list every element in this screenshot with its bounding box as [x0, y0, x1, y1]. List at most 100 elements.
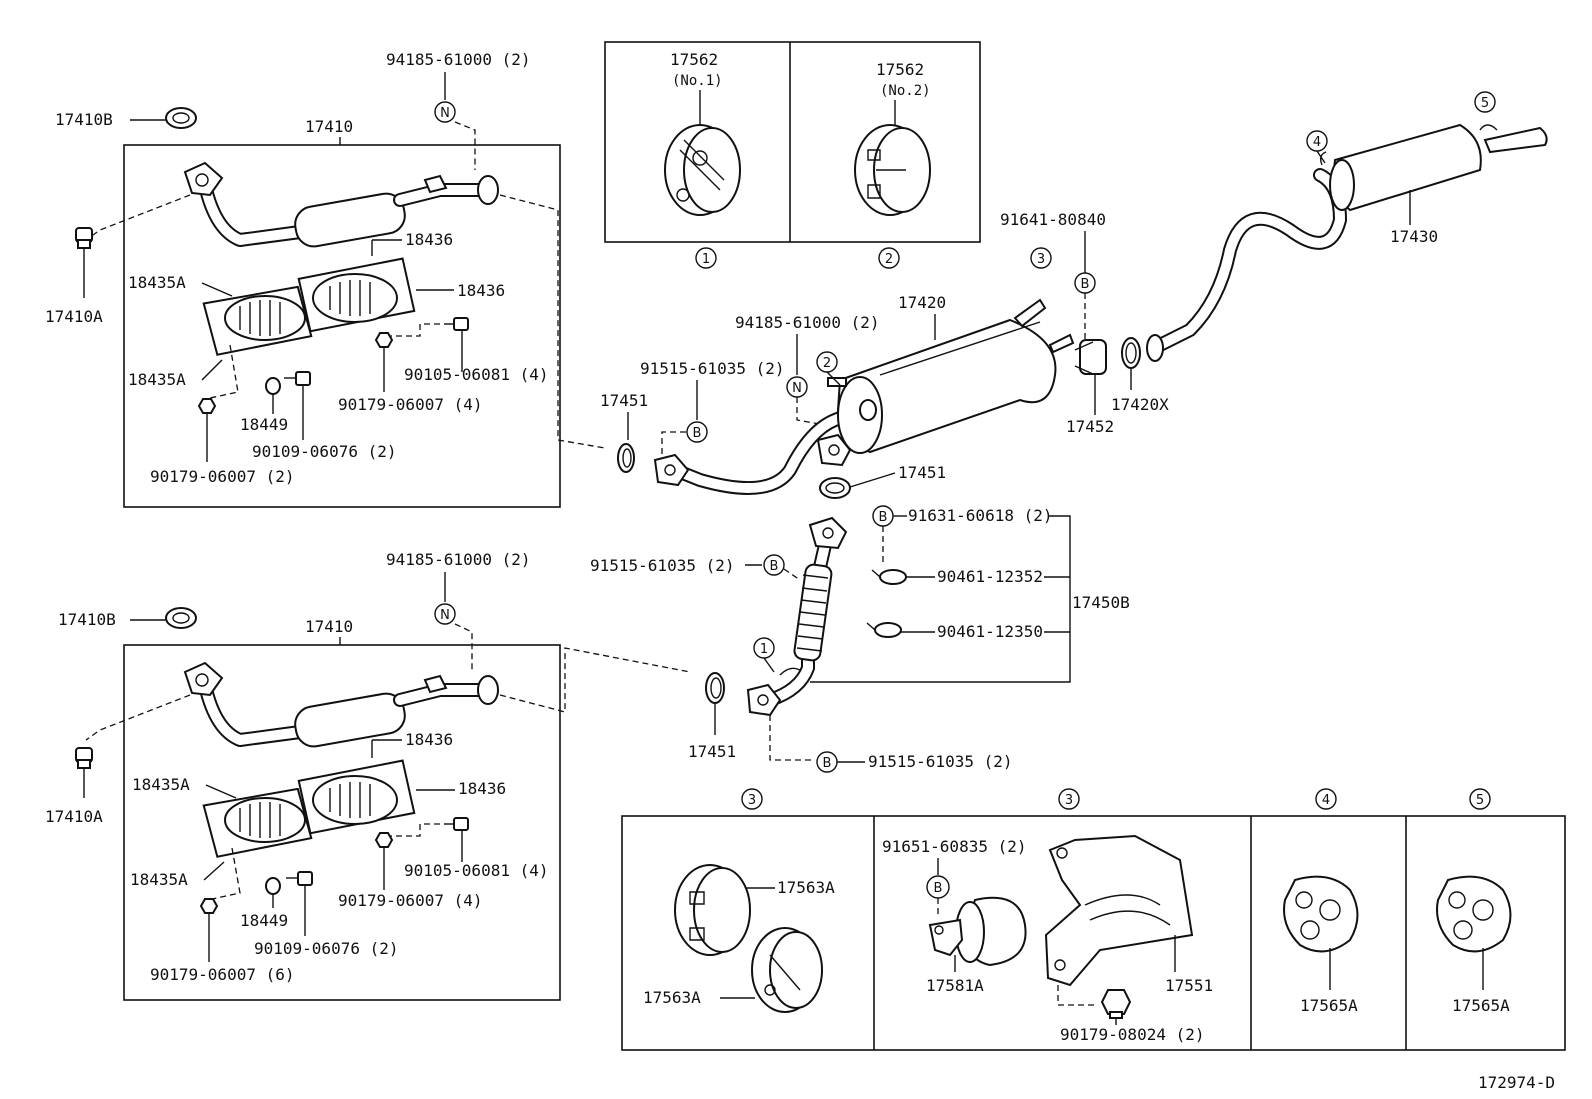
hanger-inset	[604, 41, 981, 243]
center-bolt-b-top-label: 91515-61035 (2)	[640, 359, 785, 378]
hanger-no1-part: 17562	[670, 50, 718, 69]
spring-clip-1[interactable]	[871, 569, 907, 585]
upper-plug-a[interactable]	[75, 227, 93, 249]
panel-1-bottom-label: 17563A	[643, 988, 701, 1007]
panel-3-label: 17565A	[1300, 996, 1358, 1015]
center-gasket-mid[interactable]	[819, 477, 851, 499]
center-bolt-b-bottom-label: 91515-61035 (2)	[868, 752, 1013, 771]
lower-plug-a-label: 17410A	[45, 807, 103, 826]
center-pipe-upper[interactable]	[653, 405, 862, 495]
upper-group: 94185-61000 (2) N 17410B 17410 17	[45, 50, 561, 508]
upper-gasket-b-label: 17410B	[55, 110, 113, 129]
center-muffler[interactable]	[827, 298, 1075, 454]
hanger-no1-sub: (No.1)	[672, 73, 723, 89]
upper-nut-4[interactable]	[374, 332, 394, 348]
panel-4-label: 17565A	[1452, 996, 1510, 1015]
upper-bolt-2[interactable]	[284, 371, 311, 386]
center-bolt-b-mid-label: 91515-61035 (2)	[590, 556, 735, 575]
panel-2-bolt-label: 91651-60835 (2)	[882, 837, 1027, 856]
upper-pipe-label: 17410	[305, 117, 353, 136]
diagram-id: 172974-D	[1478, 1073, 1555, 1092]
spring-1-label: 90461-12352	[937, 567, 1043, 586]
lower-bolt-4[interactable]	[444, 817, 469, 831]
lower-heat-covers[interactable]	[202, 759, 416, 858]
upper-plug-label: 18449	[240, 415, 288, 434]
upper-nut-2-label: 90179-06007 (2)	[150, 467, 295, 486]
lower-gasket-b[interactable]	[165, 607, 197, 629]
svg-text:N: N	[440, 106, 450, 121]
marker-1-main: 1	[753, 637, 775, 673]
upper-heat-covers[interactable]	[202, 257, 416, 356]
upper-bolt-2-label: 90109-06076 (2)	[252, 442, 397, 461]
upper-conv-upper-label: 18436	[405, 230, 453, 249]
panel-2-hanger[interactable]	[928, 896, 1027, 967]
flex-pipe[interactable]	[746, 516, 848, 717]
lower-nut-4[interactable]	[374, 832, 394, 848]
lower-conv-upper-label: 18436	[405, 730, 453, 749]
center-assembly: 94185-61000 (2) N 91515-61035 (2) B 1745…	[590, 91, 1548, 773]
panel-4-insulator[interactable]	[1436, 875, 1512, 953]
panel-3-insulator[interactable]	[1283, 875, 1359, 953]
upper-plug-18449[interactable]	[265, 377, 281, 395]
panel-2-nut[interactable]	[1100, 989, 1132, 1019]
svg-text:1: 1	[702, 252, 710, 267]
svg-text:1: 1	[760, 642, 768, 657]
svg-text:N: N	[440, 608, 450, 623]
marker-3-main: 3	[1030, 247, 1052, 269]
svg-text:N: N	[792, 381, 802, 396]
svg-text:B: B	[879, 510, 888, 525]
lower-front-pipe[interactable]	[183, 661, 499, 749]
svg-text:B: B	[1081, 277, 1090, 292]
upper-front-pipe[interactable]	[183, 161, 499, 249]
panel-1-hangers[interactable]	[674, 864, 823, 1013]
svg-text:5: 5	[1481, 96, 1489, 111]
center-clamp[interactable]	[1074, 339, 1107, 375]
center-nut-clamp-label: 94185-61000 (2)	[735, 313, 880, 332]
lower-nut-clamp-label: 94185-61000 (2)	[386, 550, 531, 569]
tail-pipe[interactable]	[1146, 168, 1347, 362]
svg-text:3: 3	[1037, 252, 1045, 267]
lower-bolt-4-label: 90105-06081 (4)	[404, 861, 549, 880]
hanger-no2-part: 17562	[876, 60, 924, 79]
tail-muffler-label: 17430	[1390, 227, 1438, 246]
lower-plug-label: 18449	[240, 911, 288, 930]
lower-nut-6[interactable]	[199, 898, 219, 914]
panel-2-marker: 3	[1065, 793, 1073, 808]
svg-text:B: B	[823, 756, 832, 771]
upper-gasket-b[interactable]	[165, 107, 197, 129]
center-ring-label: 17420X	[1111, 395, 1169, 414]
hanger-no2-sub: (No.2)	[880, 83, 931, 99]
lower-group: 94185-61000 (2) N 17410B 17410 17410A	[45, 550, 561, 1001]
spring-clip-2[interactable]	[866, 622, 902, 638]
lower-plug-18449[interactable]	[265, 877, 281, 895]
center-ring[interactable]	[1121, 337, 1141, 369]
lower-bolt-2[interactable]	[286, 871, 313, 886]
panel-4-marker: 5	[1476, 793, 1484, 808]
lower-plug-a[interactable]	[75, 747, 93, 769]
svg-text:B: B	[693, 426, 702, 441]
upper-cover-a-top-label: 18435A	[128, 273, 186, 292]
panel-2-bracket[interactable]	[1044, 834, 1194, 987]
upper-conv-right-label: 18436	[457, 281, 505, 300]
center-gasket-lower[interactable]	[705, 672, 725, 704]
upper-nut-2[interactable]	[197, 398, 217, 414]
center-gasket-left[interactable]	[617, 443, 635, 473]
center-gasket-left-label: 17451	[600, 391, 648, 410]
upper-cover-a-bottom-label: 18435A	[128, 370, 186, 389]
lower-nut-4-label: 90179-06007 (4)	[338, 891, 483, 910]
hanger-no2[interactable]: 17562 (No.2)	[854, 60, 931, 216]
upper-bolt-4[interactable]	[444, 317, 469, 331]
lower-gasket-b-label: 17410B	[58, 610, 116, 629]
svg-text:2: 2	[823, 356, 831, 371]
assy-label: 17450B	[1072, 593, 1130, 612]
spring-2-label: 90461-12350	[937, 622, 1043, 641]
marker-2-inset: 2	[878, 247, 900, 269]
panel-2-nut-label: 90179-08024 (2)	[1060, 1025, 1205, 1044]
lower-cover-a-top-label: 18435A	[132, 775, 190, 794]
svg-text:B: B	[770, 559, 779, 574]
panel-1-marker: 3	[748, 793, 756, 808]
hanger-no1[interactable]: 17562 (No.1)	[664, 50, 741, 216]
panel-2-hanger-label: 17581A	[926, 976, 984, 995]
tail-muffler[interactable]	[1319, 123, 1548, 212]
upper-bolt-4-label: 90105-06081 (4)	[404, 365, 549, 384]
